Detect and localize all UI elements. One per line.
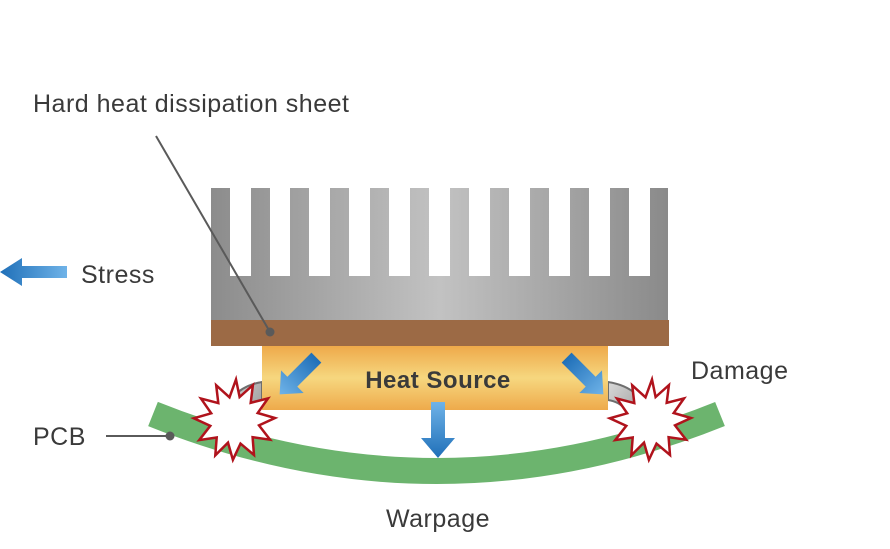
sheet-label: Hard heat dissipation sheet [33, 90, 349, 118]
pcb-leader-dot [165, 431, 175, 441]
stress-arrow-down-right [561, 352, 604, 395]
stress-arrow-left-legend [0, 258, 67, 286]
heat-sink [211, 188, 668, 320]
damage-label: Damage [691, 357, 789, 385]
heat-source-label: Heat Source [365, 367, 511, 394]
stress-arrow-down-left [279, 352, 322, 395]
stress-arrow-down-center [421, 402, 455, 458]
warpage-label: Warpage [386, 505, 490, 533]
pcb-label: PCB [33, 423, 86, 451]
heat-source-block [262, 346, 608, 410]
sheet-leader-dot [265, 327, 275, 337]
damage-starburst-left [190, 374, 279, 464]
stress-label: Stress [81, 261, 155, 289]
sheet-leader-line [155, 135, 271, 333]
heat-dissipation-sheet [211, 320, 669, 346]
damage-starburst-right [606, 374, 695, 464]
